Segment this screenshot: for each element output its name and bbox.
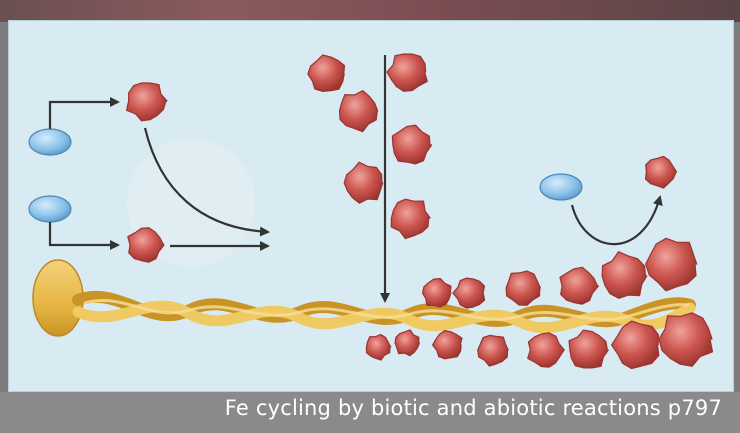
iron-particle-icon <box>478 335 508 366</box>
iron-particle-icon <box>128 228 164 262</box>
microbe-cell-icon <box>540 174 582 200</box>
iron-particle-icon <box>453 278 485 308</box>
iron-particle-icon <box>646 238 697 291</box>
iron-particle-icon <box>528 333 565 367</box>
iron-particle-icon <box>344 162 383 203</box>
microbe-cell-icon <box>29 196 71 222</box>
iron-particle-icon <box>602 252 647 299</box>
iron-particle-icon <box>391 199 430 238</box>
iron-particle-icon <box>387 54 427 91</box>
arrow-curved-transfer <box>145 128 268 232</box>
iron-particle-icon <box>659 313 713 367</box>
iron-particle-icon <box>340 91 378 132</box>
iron-particle-icon <box>433 331 462 359</box>
bacterium <box>33 260 690 336</box>
iron-particle-icon <box>560 267 598 304</box>
iron-particle-icon <box>127 83 167 121</box>
arrow-reduction-lower <box>50 222 118 245</box>
iron-particle-icon <box>569 330 608 368</box>
caption-text: Fe cycling by biotic and abiotic reactio… <box>225 396 722 420</box>
iron-particle-icon <box>308 55 345 91</box>
microbe-cell-icon <box>29 129 71 155</box>
arrow-u-turn <box>572 197 660 244</box>
iron-particle-icon <box>392 125 431 164</box>
iron-particle-icon <box>366 335 390 361</box>
iron-particle-icon <box>646 156 677 188</box>
arrow-oxidation-upper <box>50 102 118 129</box>
iron-particle-icon <box>612 321 659 369</box>
iron-particle-icon <box>506 271 540 305</box>
iron-particle-icon <box>395 330 419 356</box>
iron-particle-icon <box>423 279 452 307</box>
